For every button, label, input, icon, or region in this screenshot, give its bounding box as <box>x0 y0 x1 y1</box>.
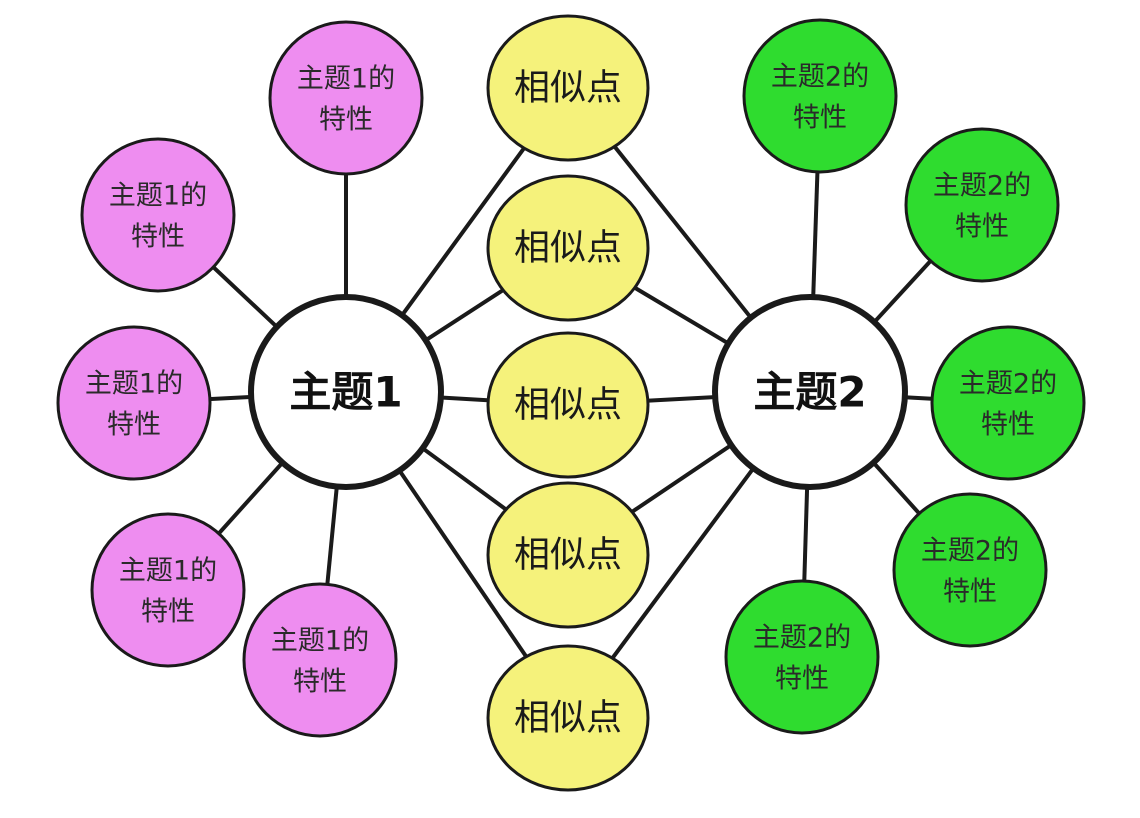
main-topic-1-bubble: 主题1 <box>248 294 444 490</box>
topic1-attribute-bubble-text-line1: 主题1的 <box>119 556 217 587</box>
topic1-attribute-bubble-text-line1: 主题1的 <box>85 369 183 400</box>
topic1-attribute-bubble-text-line2: 特性 <box>293 667 347 698</box>
similarity-label: 相似点 <box>514 228 622 269</box>
topic1-attribute-bubble-circle <box>268 20 424 176</box>
topic2-attribute-bubble-text-line1: 主题2的 <box>959 369 1057 400</box>
bubble-nodes: 主题1的特性主题1的特性主题1的特性主题1的特性主题1的特性主题2的特性主题2的… <box>56 14 1086 792</box>
main-topic-2-bubble: 主题2 <box>712 294 908 490</box>
topic1-attribute-bubble-text-line1: 主题1的 <box>109 181 207 212</box>
topic2-attribute-bubble-text-line1: 主题2的 <box>933 171 1031 202</box>
topic2-attribute-bubble-circle <box>892 492 1048 648</box>
topic1-attribute-bubble-text-line2: 特性 <box>131 222 185 253</box>
similarity-bubble: 相似点 <box>486 331 650 479</box>
similarity-bubble: 相似点 <box>486 174 650 322</box>
main-topic-1-circle <box>248 294 444 490</box>
similarity-bubble-circle <box>486 14 650 162</box>
topic1-attribute-bubble-text-line2: 特性 <box>319 105 373 136</box>
main-topic-2-circle <box>712 294 908 490</box>
similarity-bubble: 相似点 <box>486 481 650 629</box>
topic2-attribute-bubble-text-line2: 特性 <box>793 103 847 134</box>
topic2-attribute-bubble-text-line2: 特性 <box>943 577 997 608</box>
similarity-label: 相似点 <box>514 535 622 576</box>
similarity-bubble: 相似点 <box>486 14 650 162</box>
topic2-attribute-bubble-circle <box>930 325 1086 481</box>
topic2-attribute-bubble-circle <box>724 579 880 735</box>
similarity-bubble: 相似点 <box>486 644 650 792</box>
topic1-attribute-bubble-circle <box>80 137 236 293</box>
topic2-attribute-bubble-text-line1: 主题2的 <box>753 623 851 654</box>
topic1-attribute-bubble-text-line1: 主题1的 <box>271 626 369 657</box>
topic1-attribute-bubble-text-line2: 特性 <box>141 597 195 628</box>
topic1-attribute-bubble-text-line1: 主题1的 <box>297 64 395 95</box>
main-topic-1-label: 主题1 <box>289 368 402 417</box>
topic2-attribute-bubble-text-line2: 特性 <box>955 212 1009 243</box>
topic1-attribute-bubble-circle <box>90 512 246 668</box>
similarity-bubble-circle <box>486 331 650 479</box>
topic1-attribute-bubble-circle <box>56 325 212 481</box>
topic2-attribute-bubble-circle <box>742 18 898 174</box>
similarity-bubble-circle <box>486 644 650 792</box>
topic2-attribute-bubble-text-line1: 主题2的 <box>921 536 1019 567</box>
topic2-attribute-bubble-text-line2: 特性 <box>775 664 829 695</box>
similarity-label: 相似点 <box>514 68 622 109</box>
topic1-attribute-bubble-text-line2: 特性 <box>107 410 161 441</box>
similarity-label: 相似点 <box>514 385 622 426</box>
topic2-attribute-bubble-text-line1: 主题2的 <box>771 62 869 93</box>
similarity-bubble-circle <box>486 481 650 629</box>
similarity-bubble-circle <box>486 174 650 322</box>
topic2-attribute-bubble-circle <box>904 127 1060 283</box>
topic2-attribute-bubble-text-line2: 特性 <box>981 410 1035 441</box>
similarity-label: 相似点 <box>514 698 622 739</box>
topic1-attribute-bubble-circle <box>242 582 398 738</box>
main-topic-2-label: 主题2 <box>753 368 866 417</box>
